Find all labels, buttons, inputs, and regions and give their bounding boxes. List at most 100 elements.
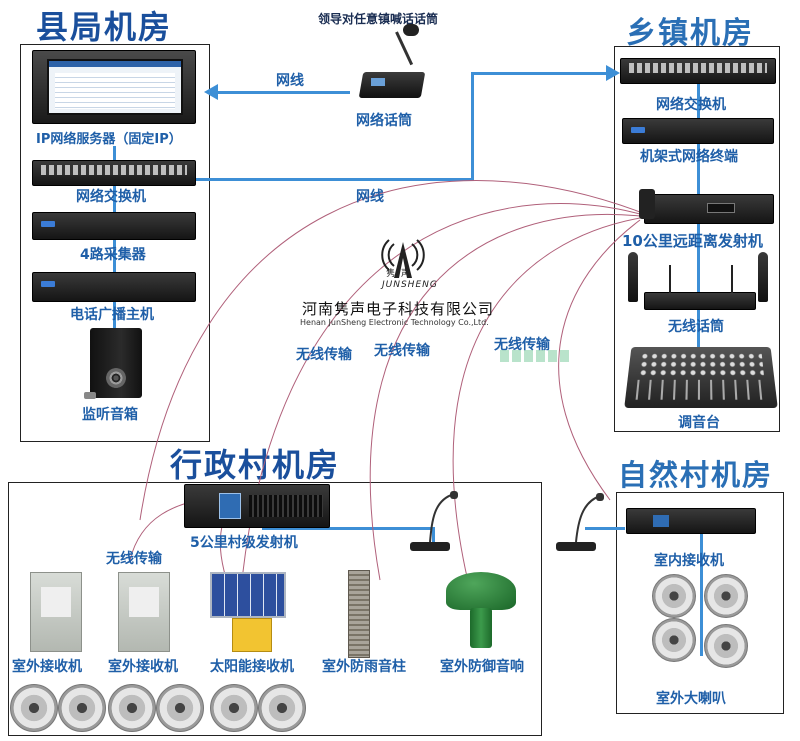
horn-speaker-1-icon: [10, 684, 58, 732]
solar-receiver-panel[interactable]: [210, 572, 286, 618]
transmitter-10km-label: 10公里远距离发射机: [622, 232, 763, 250]
indoor-receiver-device[interactable]: [626, 508, 756, 534]
wave-arc-2: [239, 203, 641, 601]
rain-column-device[interactable]: [348, 570, 370, 658]
village-transmitter-display: [219, 493, 241, 519]
village-transmitter-label: 5公里村级发射机: [190, 535, 298, 551]
server-screen-table: [55, 73, 175, 109]
natural-village-room-title: 自然村机房: [618, 458, 774, 492]
indoor-receiver-label: 室内接收机: [654, 553, 724, 569]
county-room-frame: [20, 44, 210, 442]
town-switch-device[interactable]: [620, 58, 776, 84]
wireless-label-village: 无线传输: [106, 551, 162, 567]
mic-head: [403, 24, 419, 36]
wireless-label-1: 无线传输: [296, 347, 352, 363]
horn-speaker-5-icon: [210, 684, 258, 732]
village-gooseneck-mic-icon: [410, 491, 458, 551]
transmitter-display: [707, 203, 735, 213]
natural-cable-vertical: [700, 520, 703, 656]
wireless-mic-right-icon: [758, 252, 768, 302]
village-transmitter-grille: [249, 495, 323, 517]
big-horn-2-icon: [704, 574, 748, 618]
natural-village-room-frame: [616, 492, 784, 714]
rack-terminal-led: [631, 127, 645, 133]
junsheng-logo-icon: [381, 239, 425, 278]
county-to-town-cable-up: [471, 72, 474, 181]
county-cable-vertical: [113, 146, 116, 390]
outdoor-receiver-1-plate: [41, 587, 71, 617]
rack-terminal-device[interactable]: [622, 118, 774, 144]
defense-speaker-cap: [446, 572, 516, 610]
admin-village-room-title: 行政村机房: [170, 446, 341, 484]
village-transmitter-device[interactable]: [184, 484, 330, 528]
wave-arc-3: [369, 213, 641, 581]
outdoor-defense-label: 室外防御音响: [440, 659, 524, 675]
transmitter-antenna: [639, 189, 655, 219]
wireless-mic-left-icon: [628, 252, 638, 302]
monitor-speaker-device[interactable]: [90, 328, 142, 398]
village-cable-down-1: [432, 527, 435, 549]
collector-label: 4路采集器: [80, 247, 146, 263]
mixer-faders: [635, 379, 767, 400]
wireless-label-2: 无线传输: [374, 343, 430, 359]
network-mic-label: 网络话筒: [356, 113, 412, 129]
mixer-device[interactable]: [624, 347, 778, 409]
wireless-mic-receiver-device[interactable]: [644, 265, 756, 310]
wireless-label-3-glitch: [500, 350, 570, 362]
outdoor-receiver-2-plate: [129, 587, 159, 617]
wave-arc-4: [452, 217, 641, 591]
solar-receiver-label: 太阳能接收机: [210, 659, 294, 675]
township-cable-vertical: [697, 80, 700, 380]
mixer-label: 调音台: [678, 415, 720, 431]
remote-icon: [84, 392, 96, 399]
natural-cable-mic: [585, 527, 625, 530]
mic-base: [358, 72, 426, 98]
transmitter-10km-device[interactable]: [639, 189, 774, 224]
defense-speaker-stem: [470, 608, 492, 648]
ip-server-device[interactable]: [32, 50, 196, 124]
big-horn-3-icon: [652, 618, 696, 662]
wireless-mic-label: 无线话筒: [668, 319, 724, 335]
outdoor-receiver-1-label: 室外接收机: [12, 659, 82, 675]
outdoor-defense-speaker[interactable]: [446, 572, 516, 654]
big-horn-1-icon: [652, 574, 696, 618]
county-switch-label: 网络交换机: [76, 189, 146, 205]
mixer-knobs: [638, 352, 764, 376]
town-switch-ports: [629, 63, 767, 73]
collector-led: [41, 221, 55, 227]
rain-column-label: 室外防雨音柱: [322, 659, 406, 675]
server-screen-bar: [49, 61, 181, 67]
natural-gooseneck-mic-icon: [556, 493, 604, 551]
monitor-speaker-label: 监听音箱: [82, 407, 138, 423]
logo-brand-en: JUNSHENG: [382, 280, 438, 290]
solar-receiver-box[interactable]: [232, 618, 272, 652]
cable-arrow-right: [606, 65, 620, 81]
indoor-receiver-display: [653, 515, 669, 527]
network-mic-device[interactable]: [357, 24, 427, 100]
company-name-cn: 河南隽声电子科技有限公司: [302, 300, 495, 318]
phone-host-led: [41, 281, 55, 287]
collector-device[interactable]: [32, 212, 196, 240]
township-room-frame: [614, 46, 780, 432]
logo-brand-cn: 隽声: [386, 269, 417, 279]
cable-arrow-left: [204, 84, 218, 100]
monitor-speaker-cone: [106, 368, 126, 388]
town-switch-label: 网络交换机: [656, 97, 726, 113]
county-switch-device[interactable]: [32, 160, 196, 186]
company-name-en: Henan JunSheng Electronic Technology Co.…: [300, 318, 489, 327]
mic-gooseneck: [395, 31, 414, 66]
mic-screen: [371, 78, 385, 86]
outdoor-receiver-1-box[interactable]: [30, 572, 82, 652]
horn-speaker-3-icon: [108, 684, 156, 732]
county-to-town-cable-top: [471, 72, 611, 75]
cable-label-top: 网线: [276, 73, 304, 89]
horn-speaker-2-icon: [58, 684, 106, 732]
county-to-town-cable: [192, 178, 473, 181]
outdoor-horn-label: 室外大喇叭: [656, 691, 726, 707]
wave-arc-5: [558, 219, 641, 501]
phone-host-device[interactable]: [32, 272, 196, 302]
cable-label-mid: 网线: [356, 189, 384, 205]
outdoor-receiver-2-box[interactable]: [118, 572, 170, 652]
leader-mic-caption: 领导对任意镇喊话话筒: [318, 12, 439, 26]
county-switch-ports: [41, 165, 187, 175]
